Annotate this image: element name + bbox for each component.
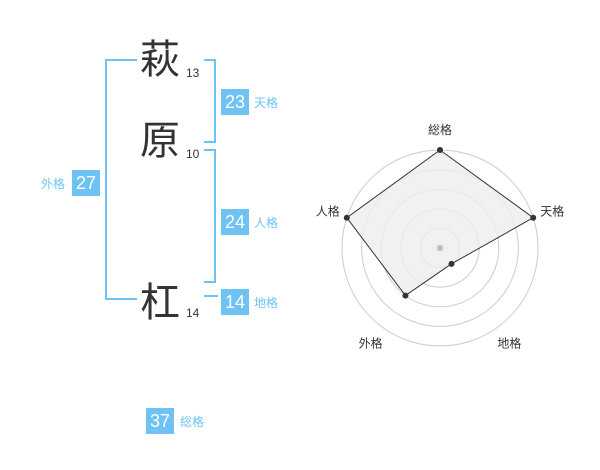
kanji-2: 原 (140, 118, 180, 164)
chikaku-connector (204, 295, 218, 297)
kanji-3: 杠 (140, 280, 180, 326)
stroke-count-3: 14 (186, 306, 200, 320)
radar-point-2 (530, 214, 537, 221)
chikaku-value: 14 (221, 289, 249, 315)
tenkaku-value: 23 (221, 89, 249, 115)
radar-point-5 (343, 214, 350, 221)
jinkaku-bracket (204, 149, 216, 283)
jinkaku-label: 人格 (254, 216, 279, 230)
jinkaku-value: 24 (221, 209, 249, 235)
soukaku-label: 総格 (180, 415, 205, 429)
radar-axis-label-3: 地格 (497, 335, 521, 350)
radar-center-dot (437, 245, 443, 251)
stroke-count-2: 10 (186, 147, 200, 161)
radar-point-1 (437, 147, 443, 153)
chikaku-label: 地格 (254, 296, 279, 310)
radar-axis-label-4: 外格 (359, 335, 383, 350)
tenkaku-bracket (204, 59, 216, 143)
tenkaku-label: 天格 (254, 96, 279, 110)
radar-point-4 (402, 292, 409, 299)
radar-value-area (346, 149, 535, 297)
gaikaku-label: 外格 (41, 177, 66, 191)
gaikaku-value: 27 (72, 170, 100, 196)
stroke-count-1: 13 (186, 66, 200, 80)
kanji-1: 萩 (140, 37, 180, 83)
gaikaku-bracket (105, 59, 137, 300)
radar-axis-label-1: 総格 (428, 122, 452, 137)
soukaku-value: 37 (146, 408, 174, 434)
radar-axis-label-5: 人格 (316, 204, 340, 219)
radar-point-3 (448, 260, 455, 267)
radar-axis-label-2: 天格 (540, 204, 564, 219)
